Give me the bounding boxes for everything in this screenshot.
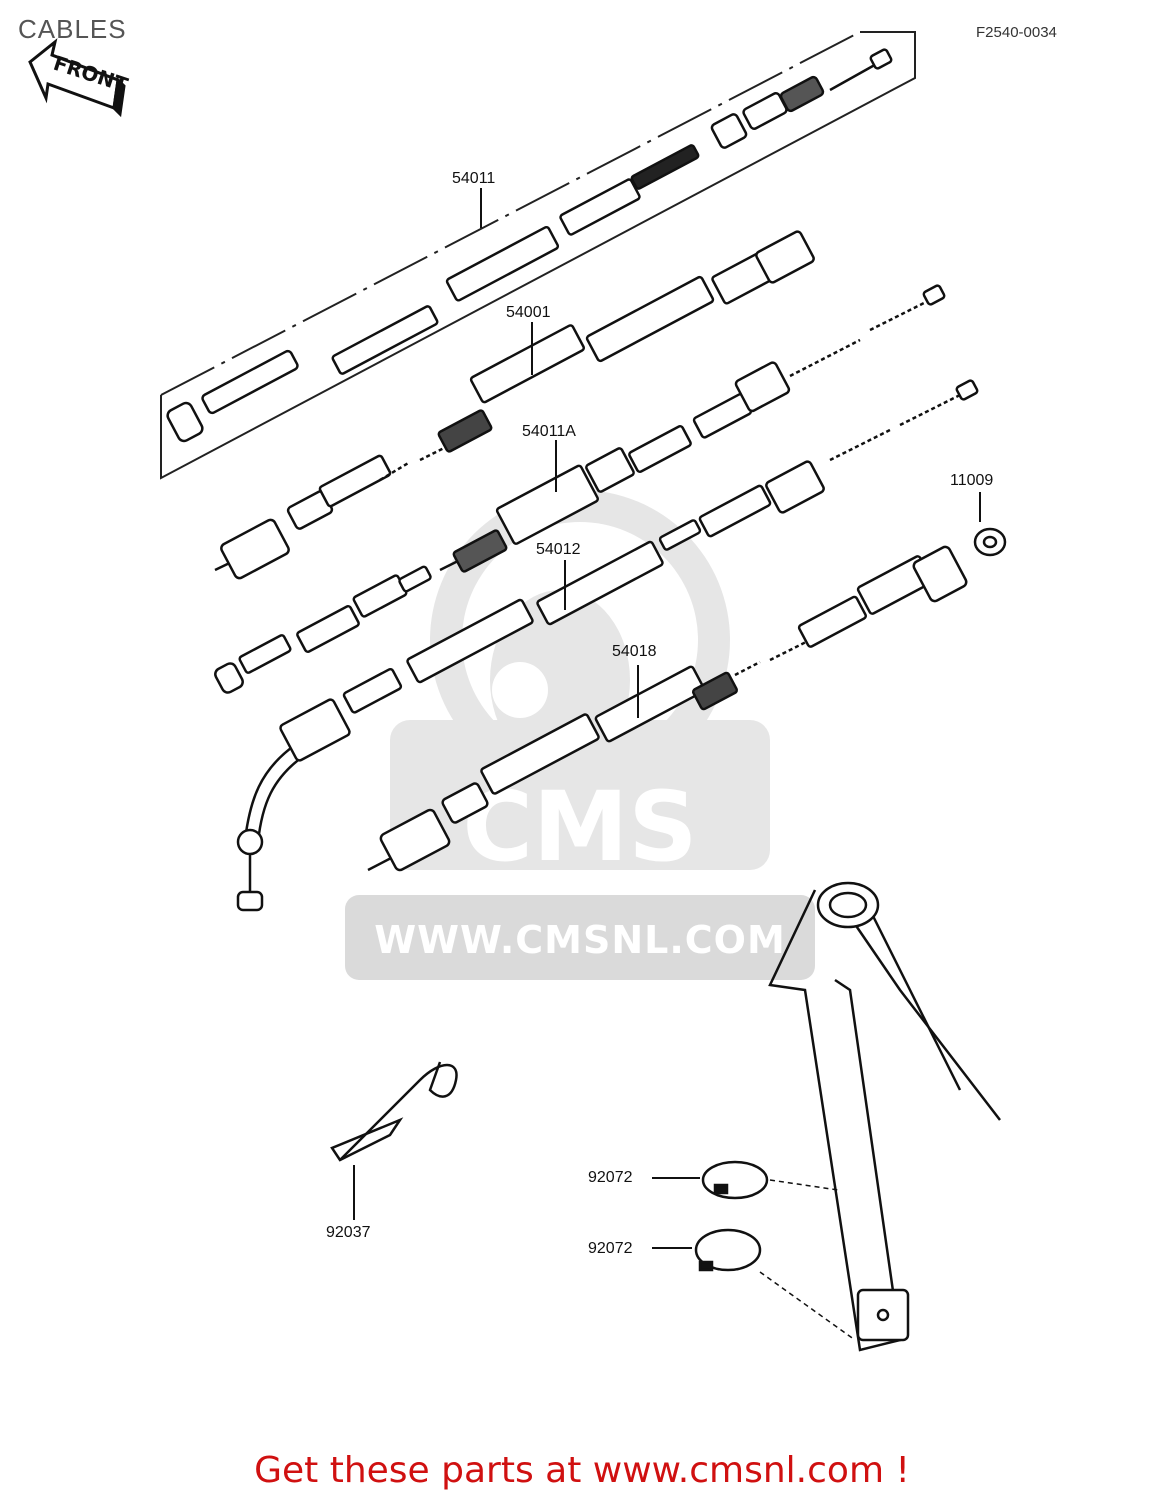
clamp-92037 bbox=[330, 1061, 458, 1162]
front-arrow-icon bbox=[28, 38, 126, 118]
frame bbox=[768, 881, 1001, 1352]
part-number-92072-upper[interactable]: 92072 bbox=[588, 1169, 633, 1186]
part-number-54018[interactable]: 54018 bbox=[612, 643, 657, 660]
cable-throttle bbox=[236, 598, 534, 912]
cable-54011A bbox=[439, 284, 946, 573]
part-number-92037[interactable]: 92037 bbox=[326, 1224, 371, 1241]
part-number-92072-lower[interactable]: 92072 bbox=[588, 1240, 633, 1257]
part-number-54012[interactable]: 54012 bbox=[536, 541, 581, 558]
part-number-11009[interactable]: 11009 bbox=[950, 472, 994, 489]
washer-11009 bbox=[973, 527, 1007, 557]
cable-54012 bbox=[214, 379, 979, 694]
watermark-url: WWW.CMSNL.COM bbox=[374, 918, 786, 962]
cable-54001 bbox=[214, 230, 815, 580]
part-number-54001[interactable]: 54001 bbox=[506, 304, 551, 321]
band-92072-upper bbox=[701, 1160, 769, 1200]
clutch-cable-box bbox=[160, 31, 916, 480]
figure-code: F2540-0034 bbox=[976, 24, 1057, 41]
part-number-54011A[interactable]: 54011A bbox=[522, 423, 576, 440]
cta-link[interactable]: Get these parts at www.cmsnl.com ! bbox=[254, 1450, 910, 1491]
band-92072-lower bbox=[694, 1228, 762, 1272]
leader-band-to-frame-a bbox=[769, 1179, 839, 1191]
leader-band-to-frame-b bbox=[759, 1271, 856, 1341]
cable-54011 bbox=[166, 48, 893, 443]
part-number-54011[interactable]: 54011 bbox=[452, 170, 496, 187]
page-title: CABLES bbox=[18, 14, 127, 44]
cable-54018 bbox=[367, 545, 968, 872]
